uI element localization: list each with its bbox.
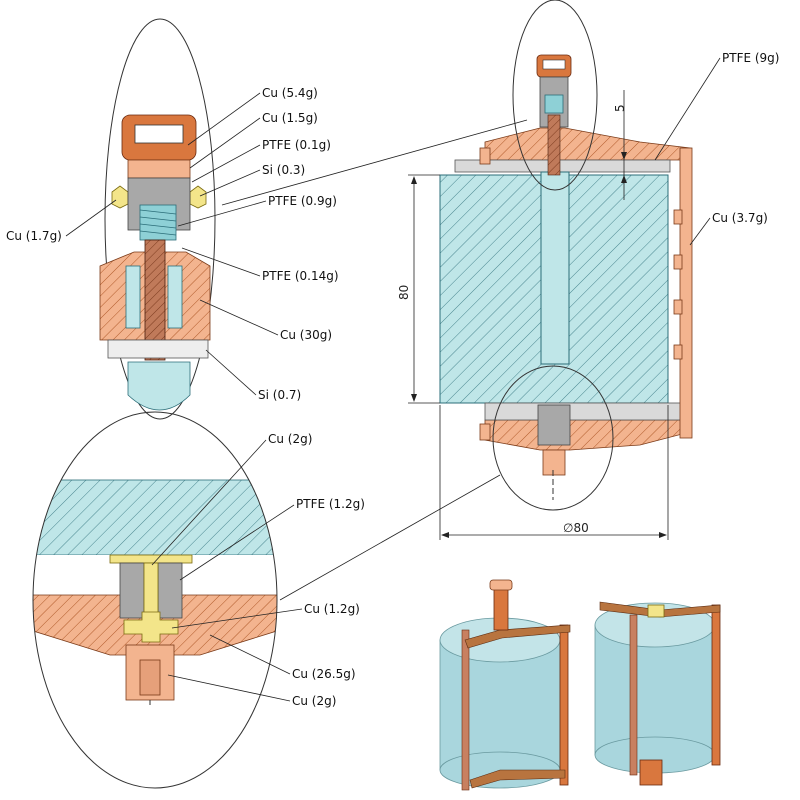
detail-bottom-cross [123,611,179,643]
label-cu-5-4g: Cu (5.4g) [262,86,318,100]
render-left-connector [493,584,509,631]
label-ptfe-0-14g: PTFE (0.14g) [262,269,339,283]
render-right-bottom-connector [639,759,663,786]
detail-bottom-outline [32,411,278,789]
detail-top-cap-window [134,124,184,144]
leader-top [221,119,528,206]
label-cu-30g: Cu (30g) [280,328,332,342]
render-left-arm-low [469,769,566,789]
detail-bottom-pin [143,562,159,619]
detail-bottom-labels: Cu (2g) PTFE (1.2g) Cu (1.2g) Cu (26.5g)… [151,432,365,708]
label-si-0-7: Si (0.7) [258,388,301,402]
main-top-spring [544,94,564,114]
detail-top-group [99,18,216,420]
main-rod-top [547,114,561,176]
detail-top-collar [127,159,191,179]
label-cu-26-5g: Cu (26.5g) [292,667,356,681]
render-left-top-cap [489,579,513,591]
detail-bottom-ptfe-right [157,562,183,619]
label-ptfe-9g: PTFE (9g) [722,51,779,65]
detail-top-insulator-left [125,265,141,329]
main-bottom-insert [537,404,571,446]
detail-top-nut-left [111,185,129,209]
dim-height: 80 [397,285,411,300]
detail-bottom-silicon-strip [109,554,193,564]
detail-top-crystal [127,361,191,411]
label-ptfe-1-2g: PTFE (1.2g) [296,497,365,511]
detail-top-insulator-right [167,265,183,329]
detail-top-nut-right [189,185,207,209]
detail-top-rod [144,239,166,361]
dimensions: 80 ∅80 5 [397,90,669,540]
detail-bottom-group [32,411,278,789]
main-detail-outline-bottom [492,365,614,511]
main-bottom-plate [484,419,691,451]
label-cu-3-7g: Cu (3.7g) [712,211,768,225]
main-detail-outline-top [512,0,598,191]
render-left [439,579,571,791]
render-left-strap [461,629,470,791]
main-copper-strap [679,147,693,439]
dim-diameter: ∅80 [563,521,589,535]
main-labels: PTFE (9g) Cu (3.7g) [654,51,779,246]
render-right [594,601,721,786]
label-ptfe-0-9g: PTFE (0.9g) [268,194,337,208]
main-section-group [439,0,693,511]
label-ptfe-0-1g: PTFE (0.1g) [262,138,331,152]
main-center-rod [540,171,570,365]
detail-top-labels: Cu (5.4g) Cu (1.5g) PTFE (0.1g) Si (0.3)… [6,86,339,402]
dim-gap: 5 [613,104,627,112]
render-right-strap [629,614,638,776]
main-bottom-ptfe-plate [484,402,686,421]
main-strap-tabs [673,209,683,360]
label-cu-2g-top: Cu (2g) [268,432,312,446]
label-cu-2g-bottom: Cu (2g) [292,694,336,708]
main-bottom-connector [542,449,566,476]
detail-top-flange [107,339,209,359]
detail-top-spring-coils [139,209,177,236]
detail-top-outline [104,18,216,420]
main-top-cap-window [542,59,566,70]
label-cu-1-2g: Cu (1.2g) [304,602,360,616]
detail-bottom-crystal [33,479,277,556]
render-right-hub [647,604,665,618]
leader-bottom [279,474,501,601]
label-cu-1-5g: Cu (1.5g) [262,111,318,125]
detail-bottom-connector-core [139,659,161,696]
detail-bottom-ptfe-left [119,562,145,619]
label-si-0-3: Si (0.3) [262,163,305,177]
label-cu-1-7g: Cu (1.7g) [6,229,62,243]
